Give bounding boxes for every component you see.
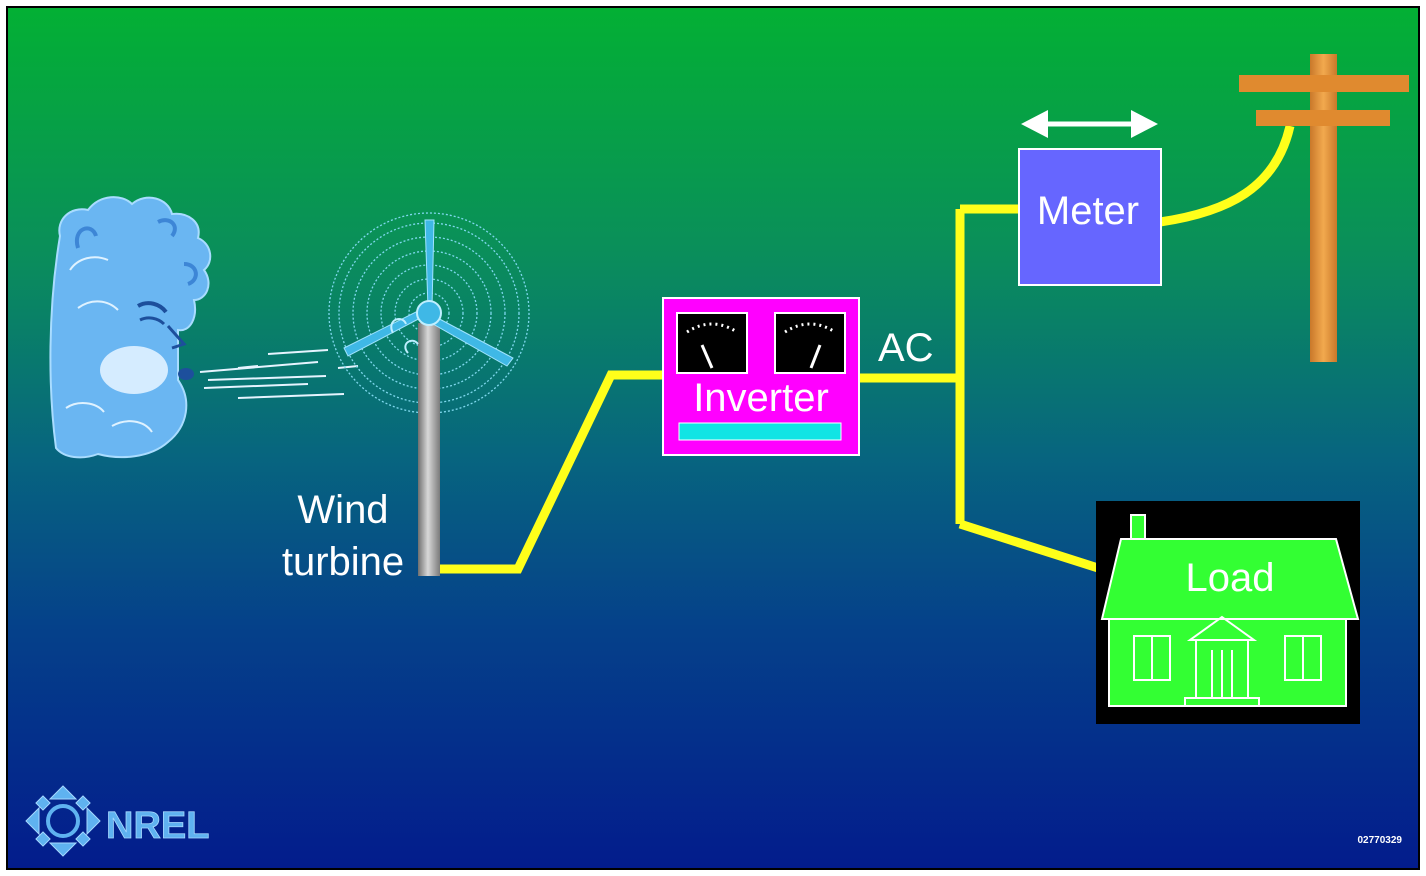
house-icon <box>1096 501 1360 724</box>
meter-label: Meter <box>1037 189 1139 233</box>
nrel-logo-icon: NREL <box>25 785 210 857</box>
inverter-label: Inverter <box>693 376 829 420</box>
wind-turbine-label-line1: Wind <box>297 488 388 532</box>
system-diagram: Wind turbine Inverter AC Meter <box>25 54 1409 857</box>
utility-pole-icon <box>1239 54 1409 362</box>
gauge-icon <box>676 312 748 374</box>
wind-turbine-icon <box>328 212 530 576</box>
inverter-display-bar <box>678 422 842 441</box>
ac-label: AC <box>878 326 934 370</box>
turbine-tower <box>418 323 440 576</box>
nrel-logo-text: NREL <box>106 805 209 847</box>
load-feed-wire <box>958 519 1100 573</box>
wiring <box>434 124 1295 574</box>
document-code: 02770329 <box>1357 835 1403 846</box>
wind-face-icon <box>49 196 359 459</box>
grid-wire <box>1159 124 1295 227</box>
diagram-slide: Wind turbine Inverter AC Meter <box>6 6 1420 870</box>
bidirectional-arrow-icon <box>1021 110 1158 138</box>
gauge-icon <box>774 312 846 374</box>
wind-turbine-label-line2: turbine <box>282 540 404 584</box>
dc-wire <box>434 370 665 574</box>
inverter-box <box>662 297 860 456</box>
load-label: Load <box>1186 556 1275 600</box>
meter-box <box>1018 148 1162 286</box>
